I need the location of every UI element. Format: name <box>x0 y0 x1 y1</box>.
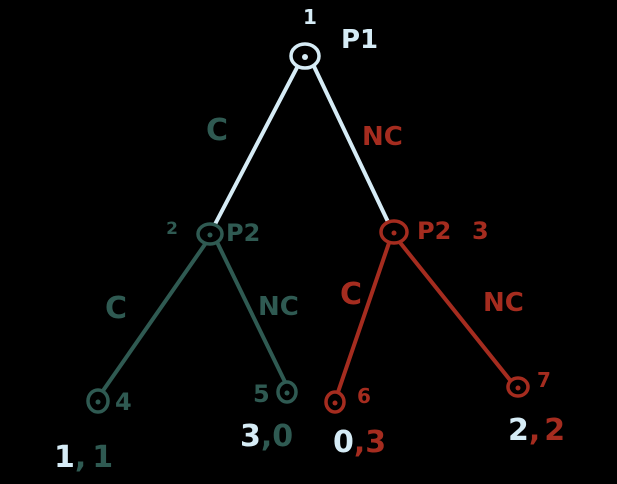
edge-root-to-left-p2 <box>210 56 304 232</box>
right-p2-player-label: P2 <box>417 217 451 245</box>
edge-root-to-right-p2 <box>308 56 392 228</box>
edge-label-root-left: C <box>206 113 228 148</box>
payoff-leaf-6-p2: 3 <box>365 425 386 460</box>
right-p2-node <box>379 219 409 245</box>
left-p2-node <box>196 222 224 246</box>
payoff-leaf-6-sep: , <box>354 425 365 460</box>
leaf-node-7 <box>506 376 530 398</box>
edge-label-left-p2-left: C <box>105 291 127 326</box>
leaf-node-6 <box>324 390 346 414</box>
payoff-leaf-4-p1: 1 <box>54 440 75 475</box>
leaf-node-4 <box>86 388 110 414</box>
payoff-leaf-5-p1: 3 <box>240 419 261 454</box>
payoff-leaf-5-sep: , <box>261 419 272 454</box>
payoff-leaf-7-p1: 2 <box>508 413 529 448</box>
payoff-leaf-6: 0,3 <box>333 425 386 460</box>
leaf-7-number: 7 <box>537 368 551 392</box>
payoff-leaf-7-sep: , <box>529 413 540 448</box>
payoff-leaf-6-p1: 0 <box>333 425 354 460</box>
edge-left-p2-to-leaf-4 <box>98 238 210 397</box>
edge-left-p2-to-leaf-5 <box>214 238 289 388</box>
root-player-label: P1 <box>341 25 378 55</box>
edge-right-p2-to-leaf-7 <box>396 238 516 387</box>
leaf-node-5 <box>276 380 298 404</box>
leaf-4-number: 4 <box>115 388 132 416</box>
left-p2-player-label: P2 <box>226 219 260 247</box>
left-p2-node-number: 2 <box>166 219 178 239</box>
payoff-leaf-4-p2: 1 <box>92 440 113 475</box>
edge-label-right-p2-right: NC <box>483 288 524 318</box>
right-p2-node-number: 3 <box>472 217 489 245</box>
edge-right-p2-to-leaf-6 <box>334 238 392 400</box>
payoff-leaf-7-p2: 2 <box>544 413 565 448</box>
root-node-number: 1 <box>303 5 317 29</box>
edge-label-right-p2-left: C <box>340 277 362 312</box>
payoff-leaf-4: 1,1 <box>54 440 113 475</box>
payoff-leaf-5: 3,0 <box>240 419 293 454</box>
payoff-leaf-5-p2: 0 <box>272 419 293 454</box>
leaf-5-number: 5 <box>253 380 270 408</box>
edge-label-root-right: NC <box>362 122 403 152</box>
payoff-leaf-7: 2,2 <box>508 413 565 448</box>
payoff-leaf-4-sep: , <box>75 440 86 475</box>
leaf-6-number: 6 <box>357 384 371 408</box>
root-node <box>289 42 321 70</box>
edge-label-left-p2-right: NC <box>258 292 299 322</box>
